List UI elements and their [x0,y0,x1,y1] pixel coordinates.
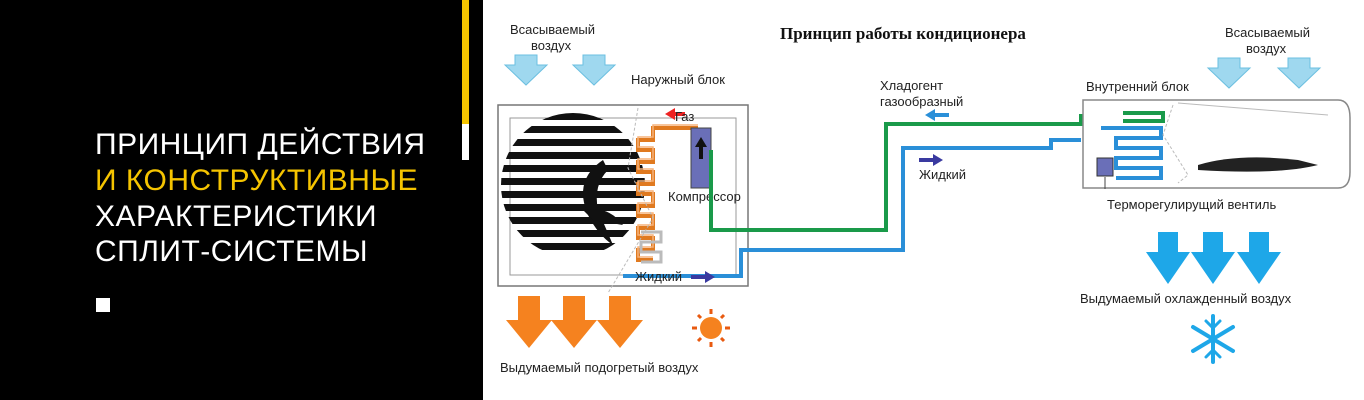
indoor-unit-label: Внутренний блок [1086,79,1189,94]
intake-left-label-2: воздух [531,38,572,53]
condenser-coil [636,124,698,262]
snowflake-icon [1191,314,1235,364]
intake-left-label-1: Всасываемый [510,22,595,37]
banner-title-line-3: ХАРАКТЕРИСТИКИ [95,200,378,233]
valve-label: Терморегулирущий вентиль [1107,197,1276,212]
banner-title-line-4: СПЛИТ-СИСТЕМЫ [95,235,369,268]
accent-bar-white [462,124,469,160]
banner-title-line-1: ПРИНЦИП ДЕЙСТВИЯ [95,128,426,161]
accent-bar [462,0,469,160]
gas-arrow-icon [665,108,685,120]
liquid-out-arrow-icon [691,271,715,283]
cold-air-arrow-icon [1146,232,1281,284]
liquid-flow-arrow-icon [919,154,943,166]
liquid-outdoor-label: Жидкий [635,269,682,284]
gas-flow-arrow-icon [925,109,949,121]
banner-panel: ПРИНЦИП ДЕЙСТВИЯ И КОНСТРУКТИВНЫЕ ХАРАКТ… [0,0,483,400]
intake-arrow-right-icon [1206,57,1322,89]
refrigerant-lines [623,114,1171,278]
fan-icon [501,113,645,250]
intake-right-label-1: Всасываемый [1225,25,1310,40]
warm-air-label: Выдумаемый подогретый воздух [500,360,699,375]
intake-arrow-icon [503,54,617,86]
liquid-mid-label: Жидкий [919,167,966,182]
sun-icon [692,309,730,347]
cold-air-label: Выдумаемый охлажденный воздух [1080,291,1292,306]
diagram-title: Принцип работы кондиционера [780,24,1026,43]
evaporator-coil [1101,111,1165,180]
refrigerant-label-1: Хладогент [880,78,943,93]
banner-title-line-2: И КОНСТРУКТИВНЫЕ [95,164,419,197]
outdoor-unit-label: Наружный блок [631,72,725,87]
louver [1198,157,1318,172]
bullet-square [96,298,110,312]
warm-air-arrow-icon [506,296,643,348]
valve-icon [1096,157,1114,177]
compressor-label: Компрессор [668,189,741,204]
ac-diagram: Принцип работы кондиционера Всасываемый … [483,0,1364,400]
gas-label: Газ [675,109,694,124]
refrigerant-label-2: газообразный [880,94,963,109]
intake-right-label-2: воздух [1246,41,1287,56]
